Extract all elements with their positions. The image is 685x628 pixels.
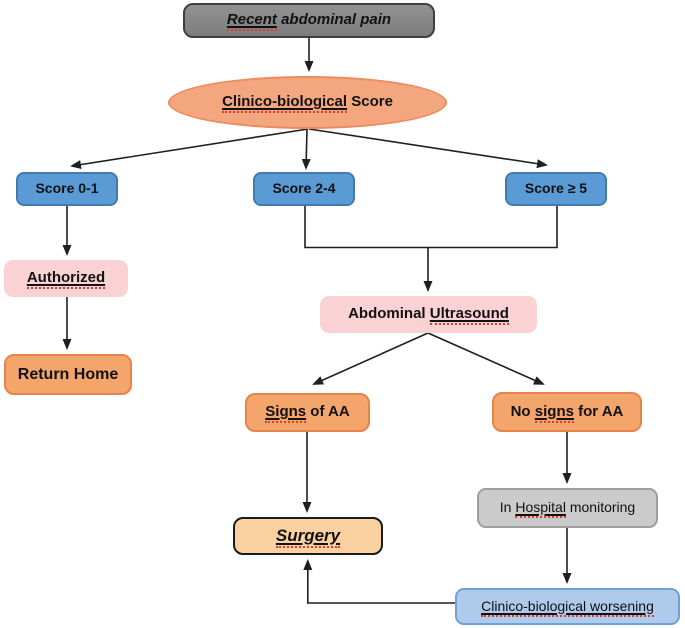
node-label: Score 2-4 [272, 180, 336, 197]
label-post: of AA [306, 403, 350, 421]
node-label: Clinico-biological Score [222, 93, 393, 114]
label-post: abdominal pain [276, 11, 392, 29]
node-score-0-1: Score 0-1 [16, 172, 118, 206]
arrow-ultrasound-to-nosigns [427, 332, 545, 385]
node-label: Surgery [275, 525, 341, 548]
label-misspelled: Clinico-biological worsening [481, 597, 654, 617]
connector-merge-2-4-ge5 [304, 206, 558, 249]
arrow-ultrasound-to-signs [312, 332, 429, 385]
node-label: Recent abdominal pain [226, 11, 392, 32]
node-label: In Hospital monitoring [499, 499, 636, 519]
node-clinico-biological-worsening: Clinico-biological worsening [455, 588, 680, 625]
node-abdominal-ultrasound: Abdominal Ultrasound [320, 296, 537, 333]
label-pre: Abdominal [348, 305, 430, 323]
node-recent-abdominal-pain: Recent abdominal pain [183, 3, 435, 38]
label-misspelled: Surgery [275, 525, 341, 548]
node-label: Authorized [26, 269, 106, 290]
node-return-home: Return Home [4, 354, 132, 395]
label-misspelled: Signs [265, 403, 307, 424]
node-label: Signs of AA [265, 403, 350, 424]
arrow-score-to-0-1 [70, 128, 309, 170]
label-misspelled: Ultrasound [429, 305, 509, 326]
node-authorized: Authorized [4, 260, 128, 297]
label-misspelled: Clinico-biological [222, 93, 348, 114]
arrow-worsening-to-surgery [303, 559, 455, 604]
label-pre: No [510, 402, 535, 420]
arrow-score-to-2-4 [301, 128, 311, 170]
node-clinico-biological-score: Clinico-biological Score [168, 76, 447, 129]
node-signs-of-aa: Signs of AA [245, 393, 370, 432]
node-label: No signs for AA [510, 402, 624, 423]
label-misspelled: Hospital [515, 499, 566, 519]
arrow-score-to-ge5 [308, 128, 548, 169]
node-score-ge-5: Score ≥ 5 [505, 172, 607, 206]
node-label: Clinico-biological worsening [481, 597, 654, 617]
node-label: Score 0-1 [35, 180, 99, 197]
node-score-2-4: Score 2-4 [253, 172, 355, 206]
label-post: Score [347, 93, 393, 111]
label-misspelled: Recent [226, 11, 277, 32]
node-label: Score ≥ 5 [524, 180, 588, 197]
label-post: for AA [573, 402, 624, 420]
node-in-hospital-monitoring: In Hospital monitoring [477, 488, 658, 528]
label-post: monitoring [565, 499, 636, 516]
label-misspelled: Authorized [26, 269, 106, 290]
node-surgery: Surgery [233, 517, 383, 555]
node-label: Abdominal Ultrasound [348, 305, 509, 326]
node-no-signs-for-aa: No signs for AA [492, 392, 642, 432]
node-label: Return Home [17, 365, 119, 383]
label-misspelled: signs [534, 402, 574, 423]
label-pre: In [499, 499, 516, 516]
